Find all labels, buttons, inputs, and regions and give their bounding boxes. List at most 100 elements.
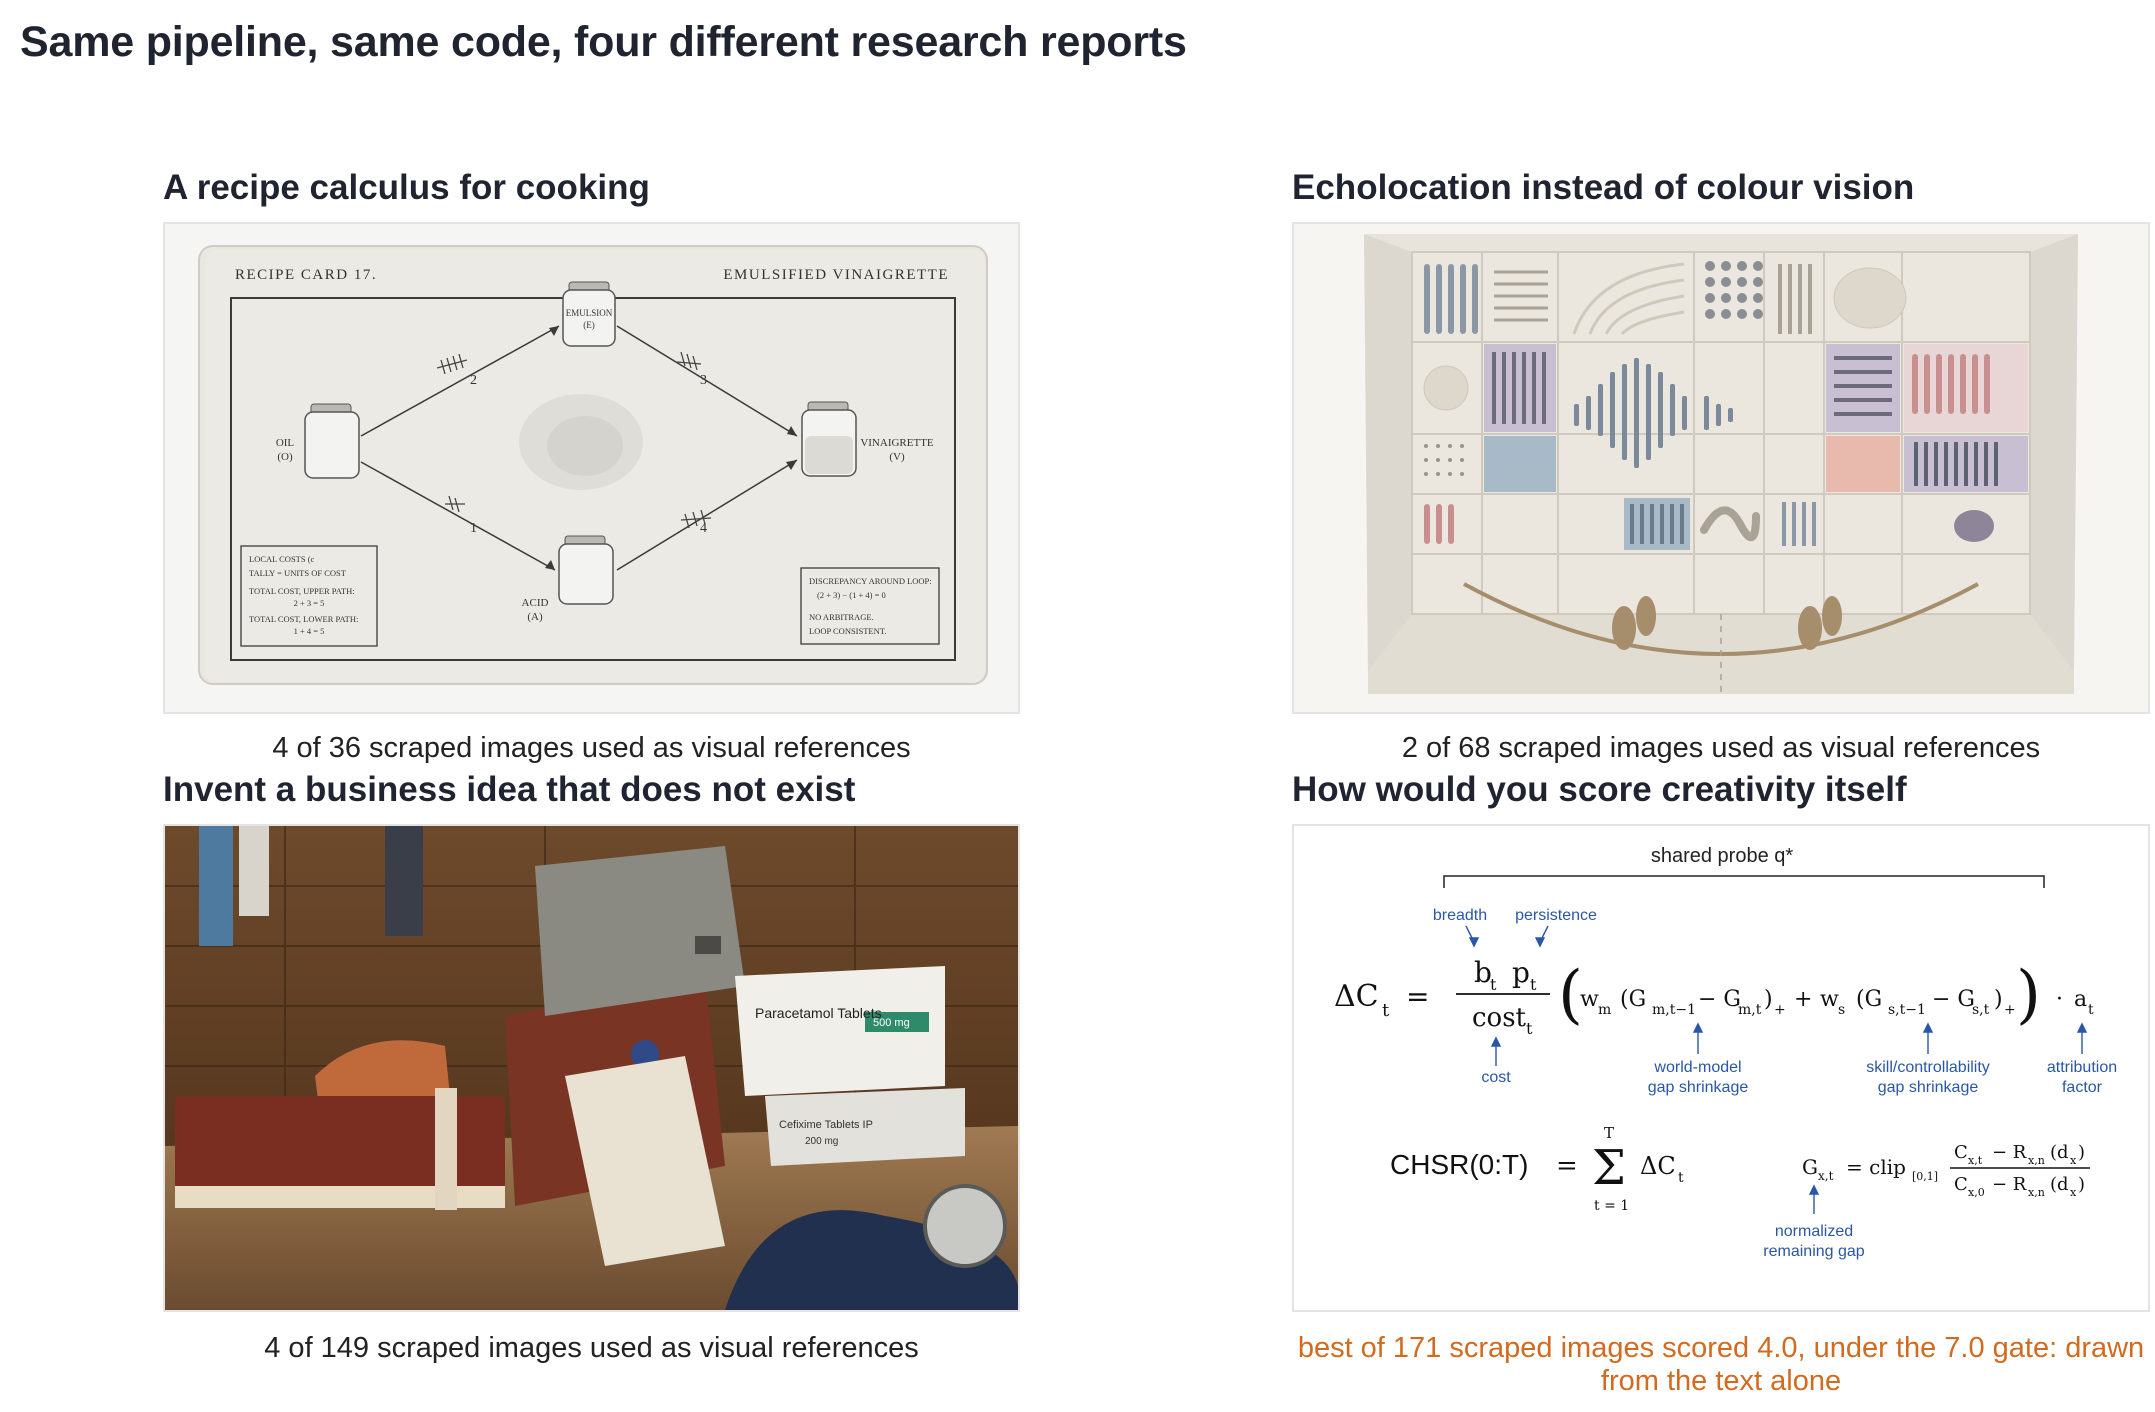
- box-label-2: 500 mg: [873, 1017, 910, 1029]
- costs-title: LOCAL COSTS (c: [249, 554, 315, 564]
- svg-text:=: =: [1556, 1151, 1578, 1181]
- svg-text:G: G: [1802, 1155, 1818, 1179]
- echolocation-room-image: [1292, 222, 2150, 714]
- svg-text:s,t: s,t: [1972, 1002, 1990, 1018]
- svg-text:t: t: [1530, 975, 1537, 994]
- svg-text:= clip: = clip: [1846, 1155, 1906, 1179]
- svg-text:+: +: [2004, 1002, 2016, 1018]
- costs-upper: TOTAL COST, UPPER PATH:: [249, 586, 355, 596]
- svg-text:): ): [2016, 958, 2041, 1032]
- svg-text:x,n: x,n: [2028, 1186, 2045, 1199]
- svg-text:− R: − R: [1992, 1174, 2027, 1195]
- edge-label-ev: 3: [700, 373, 707, 388]
- breadth-label: breadth: [1433, 907, 1487, 924]
- svg-text:[0,1]: [0,1]: [1912, 1170, 1938, 1183]
- page-title: Same pipeline, same code, four different…: [20, 18, 1187, 66]
- box2-label-2: 200 mg: [805, 1136, 838, 1147]
- world-model-label-1: world-model: [1653, 1059, 1741, 1076]
- normalized-label-2: remaining gap: [1763, 1243, 1865, 1260]
- attribution-label-2: factor: [2062, 1079, 2103, 1096]
- jar-emulsion-icon: [562, 281, 616, 347]
- recipe-card-image: RECIPE CARD 17. EMULSIFIED VINAIGRETTE E…: [163, 222, 1020, 714]
- costs-lower: TOTAL COST, LOWER PATH:: [249, 614, 358, 624]
- node-emulsion-label: EMULSION: [566, 308, 613, 318]
- caption-business: 4 of 149 scraped images used as visual r…: [264, 1332, 919, 1364]
- edge-label-oe: 2: [470, 373, 477, 388]
- cost-label: cost: [1481, 1069, 1511, 1086]
- svg-text:x: x: [2070, 1154, 2077, 1167]
- pressure-gauge-icon: [923, 1184, 1007, 1268]
- svg-text:C: C: [1954, 1174, 1968, 1195]
- node-vinaigrette-label: VINAIGRETTE: [860, 437, 934, 449]
- loop-title: DISCREPANCY AROUND LOOP:: [809, 576, 932, 586]
- svg-text:− R: − R: [1992, 1142, 2027, 1163]
- footprint-icon: [1612, 596, 1842, 650]
- edge-label-av: 4: [700, 521, 707, 536]
- panel-title-echolocation: Echolocation instead of colour vision: [1292, 168, 1915, 207]
- panel-title-business: Invent a business idea that does not exi…: [163, 770, 856, 809]
- svg-text:+: +: [1794, 987, 1812, 1012]
- svg-text:t: t: [1382, 1000, 1390, 1021]
- world-model-label-2: gap shrinkage: [1648, 1079, 1749, 1096]
- svg-text:ΔC: ΔC: [1334, 979, 1379, 1014]
- costs-tally: TALLY = UNITS OF COST: [249, 568, 347, 578]
- svg-text:): ): [1764, 987, 1773, 1012]
- shared-probe-label: shared probe q*: [1651, 845, 1794, 867]
- caption-creativity-warning: best of 171 scraped images scored 4.0, u…: [1297, 1332, 2145, 1397]
- node-emulsion-symbol: (E): [583, 320, 595, 330]
- svg-text:(G: (G: [1856, 987, 1882, 1012]
- svg-text:(d: (d: [2050, 1142, 2069, 1163]
- jar-oil-icon: [304, 403, 360, 479]
- svg-text:ΔC: ΔC: [1640, 1152, 1676, 1180]
- svg-text:m: m: [1598, 1002, 1611, 1018]
- panel-title-creativity: How would you score creativity itself: [1292, 770, 1907, 809]
- costs-upper-value: 2 + 3 = 5: [294, 598, 325, 608]
- svg-text:): ): [1994, 987, 2003, 1012]
- svg-text:T: T: [1604, 1124, 1614, 1142]
- svg-text:x,t: x,t: [1818, 1169, 1834, 1183]
- svg-text:− G: − G: [1698, 987, 1741, 1012]
- svg-text:t: t: [1490, 975, 1497, 994]
- loop-note-2: LOOP CONSISTENT.: [809, 626, 886, 636]
- svg-text:x,t: x,t: [1968, 1154, 1983, 1167]
- svg-text:C: C: [1954, 1142, 1968, 1163]
- svg-text:a: a: [2074, 987, 2087, 1012]
- node-acid-symbol: (A): [527, 611, 543, 623]
- business-photo-image: Paracetamol Tablets 500 mg Cefixime Tabl…: [163, 824, 1020, 1312]
- normalized-label-1: normalized: [1775, 1223, 1853, 1240]
- caption-echolocation: 2 of 68 scraped images used as visual re…: [1401, 732, 2041, 764]
- svg-text:x: x: [2070, 1186, 2077, 1199]
- svg-text:t: t: [1678, 1170, 1684, 1186]
- svg-text:t: t: [1526, 1019, 1533, 1038]
- svg-text:s,t−1: s,t−1: [1888, 1002, 1926, 1018]
- svg-text:s: s: [1838, 1002, 1845, 1018]
- loop-equation: (2 + 3) − (1 + 4) = 0: [817, 590, 886, 600]
- svg-text:(d: (d: [2050, 1174, 2069, 1195]
- node-oil-label: OIL: [276, 437, 295, 449]
- svg-text:x,n: x,n: [2028, 1154, 2045, 1167]
- svg-text:(G: (G: [1620, 987, 1646, 1012]
- skill-label-1: skill/controllability: [1866, 1059, 1990, 1076]
- skill-label-2: gap shrinkage: [1878, 1079, 1979, 1096]
- box-label-1: Paracetamol Tablets: [755, 1005, 882, 1021]
- svg-text:− G: − G: [1932, 987, 1975, 1012]
- svg-text:): ): [2078, 1142, 2085, 1163]
- chsr-label: CHSR(0:T): [1390, 1149, 1528, 1180]
- svg-text:cost: cost: [1472, 1003, 1527, 1033]
- loop-note-1: NO ARBITRAGE.: [809, 612, 874, 622]
- svg-text:t: t: [2088, 1002, 2094, 1018]
- jar-vinaigrette-icon: [801, 401, 857, 477]
- svg-text:b: b: [1474, 956, 1492, 989]
- svg-text:+: +: [1774, 1002, 1786, 1018]
- card-header-right: EMULSIFIED VINAIGRETTE: [723, 267, 949, 283]
- edge-label-oa: 1: [470, 521, 477, 536]
- creativity-formula-image: shared probe q* breadth persistence ΔC t…: [1292, 824, 2150, 1312]
- costs-lower-value: 1 + 4 = 5: [294, 626, 325, 636]
- svg-text:m,t: m,t: [1738, 1002, 1762, 1018]
- svg-text:): ): [2078, 1174, 2085, 1195]
- attribution-label-1: attribution: [2047, 1059, 2117, 1076]
- svg-text:w: w: [1820, 987, 1839, 1012]
- caption-recipe: 4 of 36 scraped images used as visual re…: [272, 732, 911, 764]
- persistence-label: persistence: [1515, 907, 1597, 924]
- box2-label-1: Cefixime Tablets IP: [779, 1119, 873, 1131]
